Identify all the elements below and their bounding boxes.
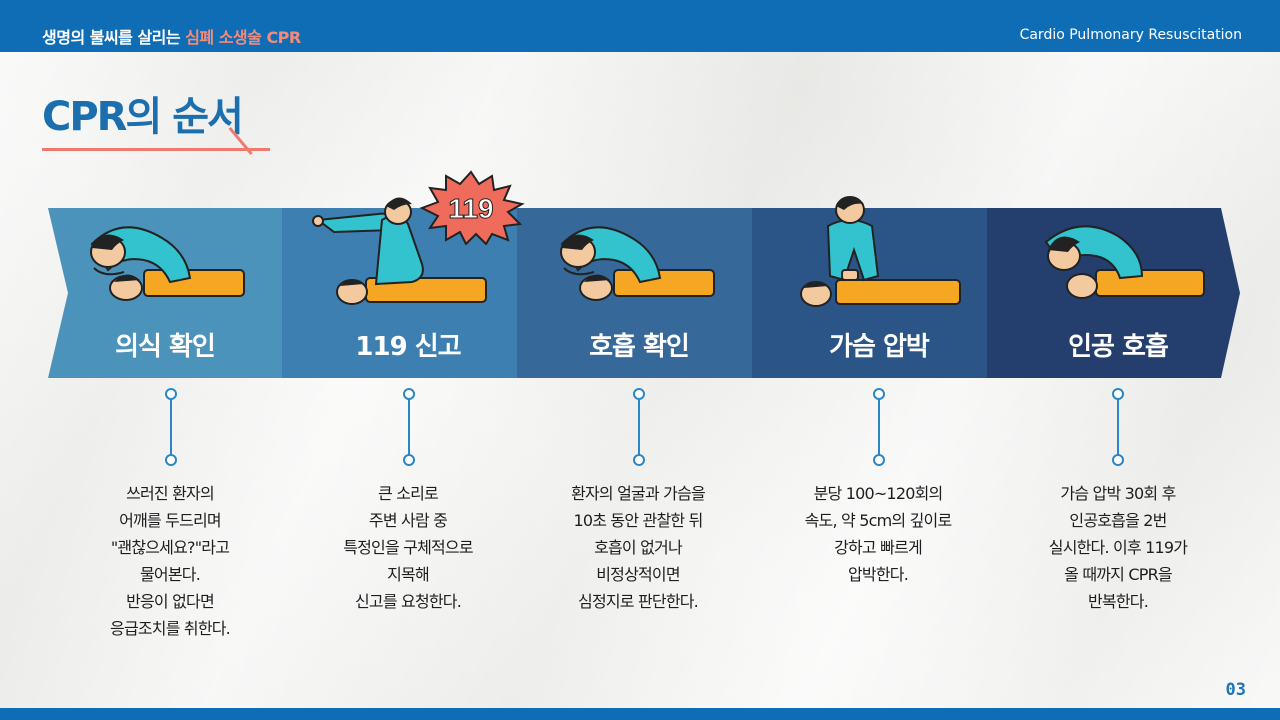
breathing-check-icon [560, 226, 715, 301]
step-2-connector [402, 388, 416, 468]
step-5-description: 가슴 압박 30회 후 인공호흡을 2번 실시한다. 이후 119가 올 때까지… [1048, 484, 1188, 611]
step-4-connector [872, 388, 886, 468]
page-title: CPR의 순서 [42, 94, 244, 140]
rescue-breathing-icon [1044, 225, 1205, 299]
step-5-label: 인공 호흡 [1068, 332, 1169, 362]
step-1-connector [164, 388, 178, 468]
step-4-label: 가슴 압박 [829, 332, 930, 362]
badge-119: 119 [419, 170, 525, 245]
step-2-description: 큰 소리로 주변 사람 중 특정인을 구체적으로 지목해 신고를 요청한다. [343, 484, 473, 611]
step-3-description: 환자의 얼굴과 가슴을 10초 동안 관찰한 뒤 호흡이 없거나 비정상적이면 … [571, 484, 706, 611]
header-title: 생명의 불씨를 살리는 심폐 소생술 CPR [42, 24, 301, 48]
step-1-label: 의식 확인 [115, 332, 216, 362]
step-5-connector [1111, 388, 1125, 468]
call-119-icon [312, 197, 487, 305]
header-title-main: 생명의 불씨를 살리는 [42, 28, 186, 47]
step-4-description: 분당 100~120회의 속도, 약 5cm의 깊이로 강하고 빠르게 압박한다… [804, 484, 953, 584]
step-1-description: 쓰러진 환자의 어깨를 두드리며 "괜찮으세요?"라고 물어본다. 반응이 없다… [110, 484, 231, 638]
header-subtitle: Cardio Pulmonary Resuscitation [1019, 27, 1242, 43]
step-2-label: 119 신고 [355, 332, 461, 362]
title-underline [42, 148, 270, 151]
header-bar: 생명의 불씨를 살리는 심폐 소생술 CPR Cardio Pulmonary … [0, 0, 1280, 52]
unconscious-check-icon [90, 226, 245, 301]
step-3-label: 호흡 확인 [589, 332, 690, 362]
page-number: 03 [1225, 680, 1246, 700]
chest-compression-icon [800, 196, 961, 307]
badge-119-text: 119 [448, 193, 493, 224]
header-title-highlight: 심폐 소생술 CPR [185, 28, 301, 47]
footer-bar [0, 708, 1280, 720]
step-3-connector [632, 388, 646, 468]
